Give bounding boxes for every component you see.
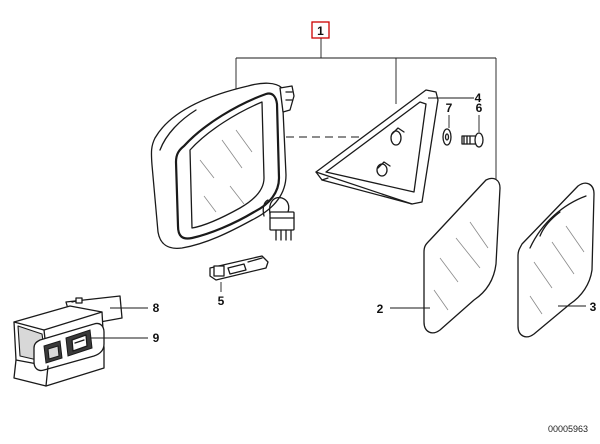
mirror-glass-heated (517, 182, 595, 338)
mirror-glass (423, 177, 501, 334)
washer-part (442, 128, 452, 146)
cable-holder (209, 255, 269, 281)
document-number: 00005963 (548, 424, 588, 434)
callout-leaders (90, 97, 586, 339)
callout-6-label[interactable]: 6 (476, 101, 483, 115)
mirror-switch (13, 295, 123, 387)
callout-7-label[interactable]: 7 (446, 101, 453, 115)
callout-3-label[interactable]: 3 (590, 300, 597, 314)
triangle-mount-bracket (315, 89, 439, 205)
callout-4-label[interactable]: 4 (475, 91, 482, 105)
callout-2-label[interactable]: 2 (377, 302, 384, 316)
screw-part (461, 132, 484, 148)
callout-1[interactable]: 1 (311, 21, 330, 39)
callout-5-label[interactable]: 5 (218, 294, 225, 308)
callout-1-label: 1 (317, 24, 324, 38)
assembly-bracket (235, 38, 497, 184)
mirror-housing (150, 82, 295, 250)
callout-1-box (311, 21, 330, 39)
callout-8-label[interactable]: 8 (153, 301, 160, 315)
callout-9-label[interactable]: 9 (153, 331, 160, 345)
